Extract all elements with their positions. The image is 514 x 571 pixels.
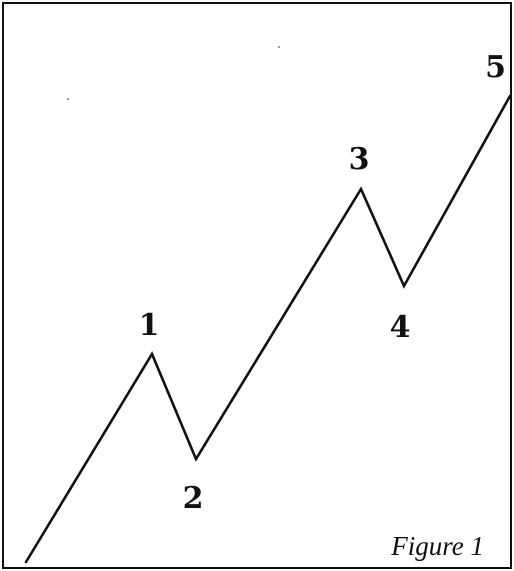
wave-label-4: 4: [390, 310, 411, 345]
wave-label-3: 3: [349, 142, 370, 177]
wave-label-1: 1: [139, 308, 160, 343]
elliott-wave-diagram: 1 2 3 4 5 Figure 1: [24, 46, 510, 564]
figure-caption: Figure 1: [390, 531, 484, 561]
wave-label-5: 5: [485, 50, 506, 85]
scan-speck: [278, 46, 280, 48]
scan-speck: [67, 98, 69, 100]
wave-label-2: 2: [183, 481, 204, 516]
impulse-wave-line: [24, 94, 510, 564]
